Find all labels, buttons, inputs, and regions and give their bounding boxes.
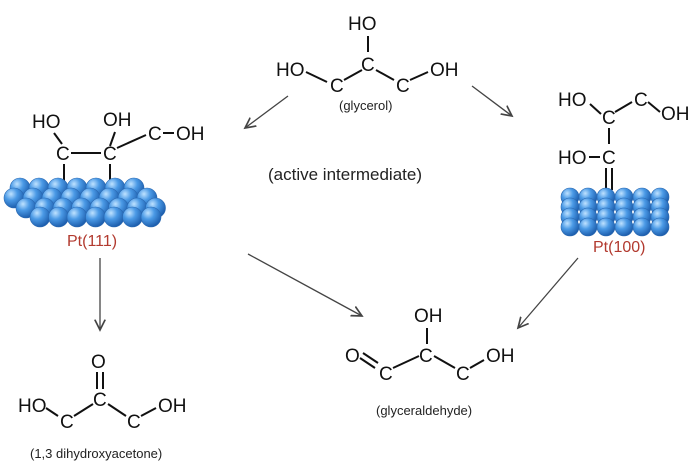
atom-c: C (330, 76, 344, 97)
pt-atom-sphere (614, 217, 634, 237)
pt-atom-sphere (578, 217, 598, 237)
arrow-to-pt111 (245, 95, 289, 128)
pt-atom-sphere (29, 206, 51, 228)
atom-c: C (93, 390, 107, 411)
atom-ho: HO (276, 60, 305, 81)
dihydroxyacetone-molecule: O C HO C C OH (1,3 dihydroxyacetone) (18, 352, 187, 461)
pt-atom-sphere (650, 217, 670, 237)
atom-c: C (602, 148, 616, 169)
atom-oh: OH (430, 60, 459, 81)
pt100-intermediate: HO C C OH HO C (558, 90, 690, 190)
atom-c: C (60, 412, 74, 433)
atom-c: C (602, 108, 616, 129)
atom-c: C (127, 412, 141, 433)
pt100-label: Pt(100) (593, 239, 645, 256)
dihydroxyacetone-label: (1,3 dihydroxyacetone) (30, 446, 162, 461)
pt-atom-sphere (48, 206, 69, 228)
atom-oh: OH (103, 110, 132, 131)
atom-ho: HO (18, 396, 47, 417)
glyceraldehyde-molecule: OH C O C C OH (glyceraldehyde) (345, 306, 515, 418)
atom-c: C (419, 346, 433, 367)
atom-ho: HO (32, 112, 61, 133)
pt100-surface (560, 187, 670, 237)
atom-c: C (634, 90, 648, 111)
glyceraldehyde-label: (glyceraldehyde) (376, 403, 472, 418)
arrow-pt111-to-glyceraldehyde (247, 253, 362, 316)
pt111-surface (3, 177, 166, 228)
pt111-label: Pt(111) (67, 233, 117, 250)
atom-c: C (148, 124, 162, 145)
atom-c: C (456, 364, 470, 385)
atom-oh: OH (486, 346, 515, 367)
atom-c: C (56, 144, 70, 165)
pt-atom-sphere (66, 206, 88, 228)
atom-o: O (345, 346, 360, 367)
atom-c: C (103, 144, 117, 165)
atom-c: C (396, 76, 410, 97)
pt-atom-sphere (85, 206, 106, 228)
pt-atom-sphere (122, 206, 143, 228)
pt-atom-sphere (560, 217, 580, 237)
pt-atom-sphere (596, 217, 616, 237)
active-intermediate-label: (active intermediate) (268, 165, 422, 184)
atom-ho: HO (348, 14, 377, 35)
atom-c: C (379, 364, 393, 385)
pt-atom-sphere (140, 206, 162, 228)
pt111-intermediate: HO OH C C C OH (32, 110, 205, 188)
atom-oh: OH (414, 306, 443, 327)
pt-atom-sphere (632, 217, 652, 237)
atom-c: C (361, 55, 375, 76)
atom-ho: HO (558, 148, 587, 169)
atom-oh: OH (158, 396, 187, 417)
atom-ho: HO (558, 90, 587, 111)
atom-oh: OH (176, 124, 205, 145)
atom-o: O (91, 352, 106, 373)
glycerol-molecule: HO C HO C C OH (glycerol) (276, 14, 459, 113)
glycerol-label: (glycerol) (339, 98, 392, 113)
arrow-to-pt100 (471, 85, 512, 116)
atom-oh: OH (661, 104, 690, 125)
arrow-pt100-to-glyceraldehyde (518, 257, 579, 328)
pt-atom-sphere (103, 206, 125, 228)
